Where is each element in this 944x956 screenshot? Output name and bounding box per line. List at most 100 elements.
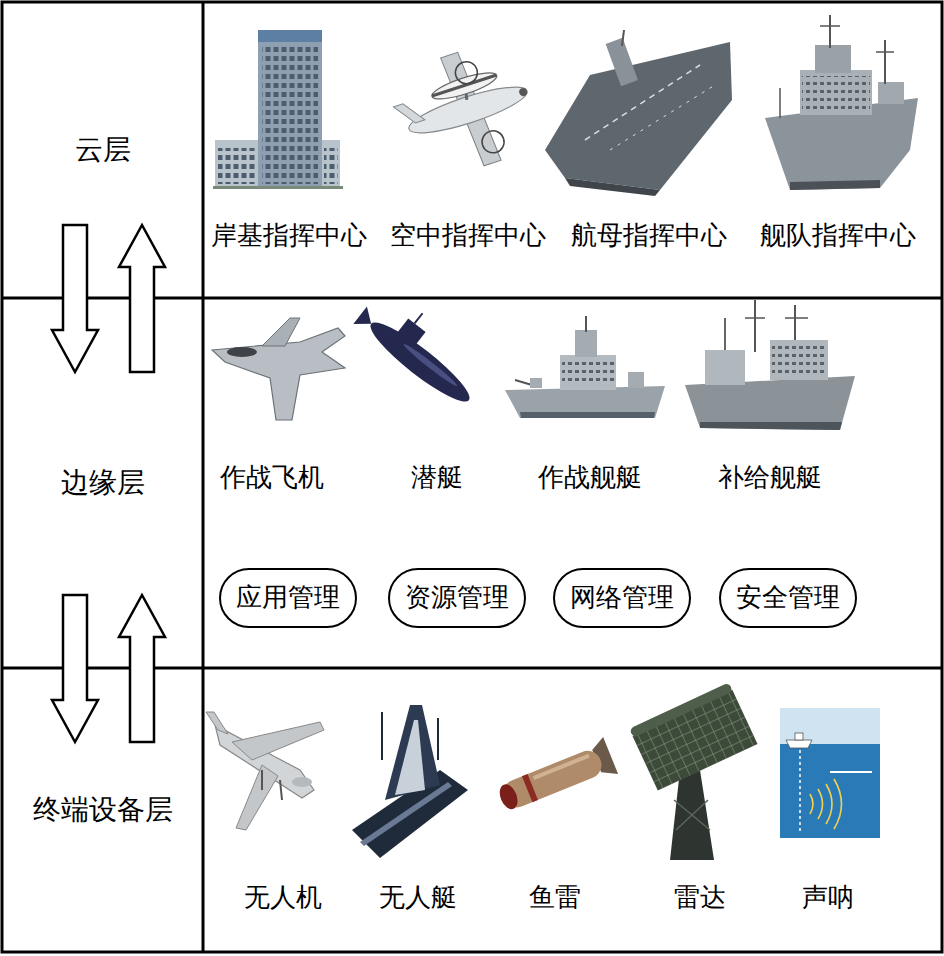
shore-building-picture-part bbox=[262, 46, 318, 184]
table-grid-part bbox=[202, 2, 205, 952]
fleet-ship-picture-part bbox=[829, 15, 831, 48]
layer-cell: 边缘层 bbox=[4, 300, 201, 666]
carrier-picture-part bbox=[545, 42, 732, 190]
shore-building-picture-part bbox=[258, 30, 322, 188]
fleet-ship-picture bbox=[765, 15, 918, 190]
shore-building-picture-part bbox=[218, 148, 256, 184]
warship-picture-part bbox=[575, 330, 597, 357]
supply-ship-picture-part bbox=[700, 422, 842, 430]
sonar-picture-part bbox=[780, 708, 880, 838]
awacs-plane-picture-part bbox=[430, 68, 500, 104]
picture-caption: 潜艇 bbox=[411, 463, 463, 493]
unmanned-boat-picture-part bbox=[395, 720, 425, 795]
block-arrow bbox=[52, 595, 98, 742]
fighter-jet-picture-part bbox=[262, 318, 300, 346]
supply-ship-picture-part bbox=[754, 300, 756, 352]
warship-picture-part bbox=[515, 380, 532, 385]
warship-picture bbox=[505, 316, 665, 418]
shore-building-picture-part bbox=[258, 30, 322, 42]
carrier-picture-part bbox=[622, 30, 624, 46]
warship-picture-part bbox=[585, 316, 587, 332]
drone-picture-part bbox=[232, 722, 324, 760]
fleet-ship-picture-part bbox=[878, 82, 904, 104]
sonar-picture-part bbox=[810, 779, 842, 829]
submarine-picture-part bbox=[415, 313, 423, 323]
shore-building-picture-part bbox=[213, 186, 343, 189]
submarine-picture bbox=[352, 284, 493, 411]
awacs-plane-picture-part bbox=[393, 99, 425, 128]
fleet-ship-picture-part bbox=[800, 70, 872, 115]
awacs-plane-picture-part bbox=[453, 59, 481, 87]
picture-caption: 作战飞机 bbox=[220, 463, 324, 493]
drone-picture-part bbox=[292, 777, 312, 787]
node-text: 网络管理 bbox=[570, 583, 674, 613]
drone-picture-part bbox=[206, 712, 228, 734]
sonar-picture-part bbox=[799, 750, 801, 834]
fleet-ship-picture-part bbox=[884, 40, 886, 84]
awacs-plane-picture-part bbox=[431, 74, 497, 98]
fleet-ship-picture-part bbox=[876, 51, 894, 53]
torpedo-picture bbox=[494, 737, 618, 818]
submarine-picture-part bbox=[363, 314, 477, 411]
radar-picture-part bbox=[674, 800, 710, 830]
awacs-plane-picture bbox=[384, 36, 545, 187]
fighter-jet-picture bbox=[212, 318, 345, 420]
supply-ship-picture-part bbox=[794, 305, 796, 340]
node-text: 应用管理 bbox=[236, 583, 340, 613]
warship-picture-part bbox=[505, 386, 665, 418]
submarine-picture-part bbox=[398, 319, 426, 346]
picture-caption: 声呐 bbox=[802, 883, 854, 913]
management-pill: 安全管理 bbox=[719, 568, 857, 628]
picture-caption: 作战舰艇 bbox=[538, 463, 642, 493]
block-arrow bbox=[119, 225, 165, 372]
sonar-picture-part bbox=[795, 733, 803, 740]
awacs-plane-picture-part bbox=[479, 128, 507, 156]
warship-picture-part bbox=[562, 362, 614, 382]
picture-caption: 空中指挥中心 bbox=[390, 221, 546, 251]
management-pill: 资源管理 bbox=[388, 568, 526, 628]
fleet-ship-picture-part bbox=[802, 76, 870, 110]
carrier-picture-part bbox=[585, 65, 700, 140]
supply-ship-picture-part bbox=[785, 317, 808, 319]
unmanned-boat-picture bbox=[352, 705, 468, 858]
drone-picture-part bbox=[236, 765, 278, 830]
picture-caption: 航母指挥中心 bbox=[571, 221, 727, 251]
unmanned-boat-picture-part bbox=[360, 782, 452, 846]
management-pill: 网络管理 bbox=[553, 568, 691, 628]
picture-caption: 鱼雷 bbox=[529, 883, 581, 913]
warship-picture-part bbox=[530, 378, 542, 388]
fleet-ship-picture-part bbox=[815, 45, 851, 73]
warship-picture-part bbox=[520, 412, 655, 418]
fleet-ship-picture-part bbox=[779, 88, 781, 118]
picture-caption: 补给舰艇 bbox=[718, 463, 822, 493]
layer-cell: 终端设备层 bbox=[4, 670, 201, 950]
node-text: 云层 bbox=[75, 134, 131, 166]
sonar-picture-part bbox=[780, 708, 880, 744]
unmanned-boat-picture-part bbox=[381, 712, 383, 760]
sonar-picture-part bbox=[786, 740, 812, 748]
node-text: 终端设备层 bbox=[33, 794, 173, 826]
fighter-jet-picture-part bbox=[227, 347, 257, 357]
radar-picture bbox=[629, 682, 757, 860]
supply-ship-picture-part bbox=[745, 317, 765, 319]
picture-caption: 舰队指挥中心 bbox=[760, 221, 916, 251]
awacs-plane-picture-part bbox=[518, 87, 528, 97]
drone-picture-part bbox=[280, 780, 282, 800]
node-text: 边缘层 bbox=[61, 467, 145, 499]
torpedo-picture-part bbox=[533, 754, 590, 780]
picture-caption: 无人机 bbox=[244, 883, 322, 913]
radar-picture-part bbox=[670, 770, 714, 860]
sonar-picture-part bbox=[830, 771, 872, 773]
shore-building-picture bbox=[213, 30, 343, 189]
warship-picture-part bbox=[560, 355, 616, 390]
fleet-ship-picture-part bbox=[790, 180, 880, 190]
supply-ship-picture bbox=[685, 300, 855, 430]
supply-ship-picture-part bbox=[724, 318, 726, 350]
block-arrow bbox=[119, 595, 165, 742]
picture-caption: 岸基指挥中心 bbox=[211, 221, 367, 251]
node-text: 资源管理 bbox=[405, 583, 509, 613]
picture-caption: 无人艇 bbox=[379, 883, 457, 913]
